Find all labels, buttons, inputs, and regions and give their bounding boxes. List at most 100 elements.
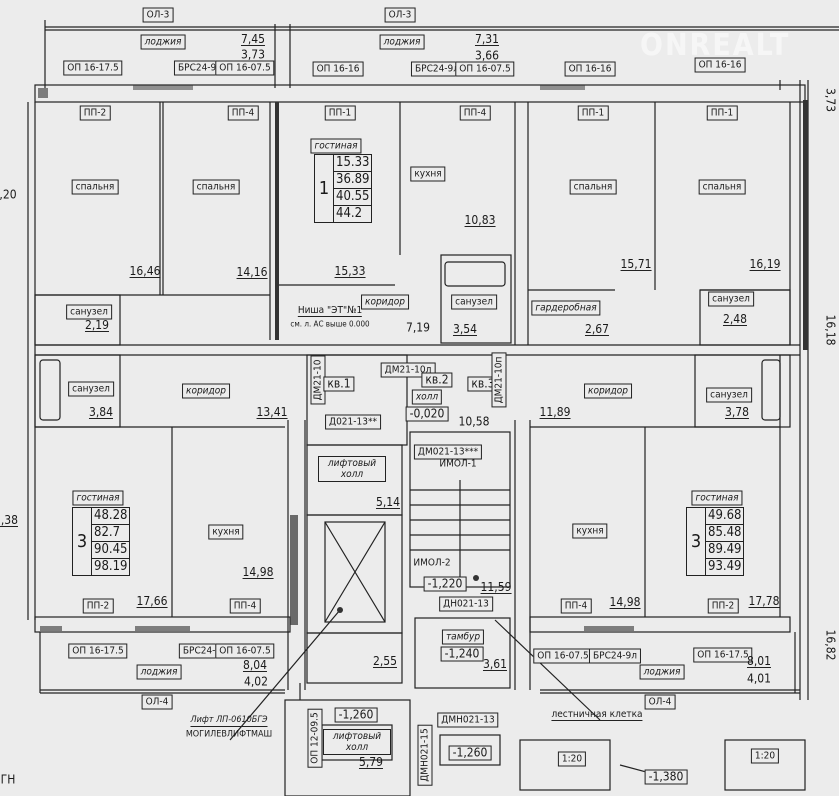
door-label: ДМ21-10п (491, 352, 507, 408)
sill-label: ПП-4 (229, 598, 261, 614)
opening-label: ОП 12-09.5 (307, 708, 323, 768)
level-mark: -1,220 (423, 576, 467, 592)
room-label-corridor: коридор (361, 294, 409, 310)
area-value: ГН (0, 772, 16, 787)
sill-label: ПП-2 (82, 598, 114, 614)
opening-label: ОП 16-17.5 (68, 643, 128, 659)
room-label-lift-hall: лифтовый холл (323, 729, 391, 755)
area-full: 98.19 (94, 559, 128, 574)
area-value: 8,01 (746, 654, 772, 668)
room-label-bathroom: санузел (451, 294, 497, 310)
area-value: 2,48 (722, 312, 748, 326)
room-label-bedroom: спальня (71, 179, 119, 195)
area-value: 15,33 (334, 264, 366, 278)
watermark: ONREALT (640, 28, 791, 63)
opening-label: ОП 16-07.5 (533, 648, 593, 664)
sill-label: ПП-1 (706, 105, 738, 121)
area-full: 93.49 (708, 559, 742, 574)
ramp-slope: 1:20 (750, 748, 780, 764)
area-value: 14,98 (609, 595, 641, 609)
loggia-wall-label: ОЛ-4 (141, 694, 173, 710)
area-value: 2,55 (372, 654, 398, 668)
opening-label: ОП 16-17.5 (693, 647, 753, 663)
sill-label: ПП-1 (577, 105, 609, 121)
area-living: 48.28 (92, 508, 130, 525)
area-with-loggia: 40.55 (334, 189, 372, 206)
room-label-loggia: лоджия (140, 34, 186, 50)
area-value: 11,89 (539, 405, 571, 419)
area-value: 7,38 (0, 514, 19, 527)
level-mark: -1,260 (334, 707, 378, 723)
level-mark: -1,240 (440, 646, 484, 662)
opening-label: ОП 16-16 (694, 57, 746, 73)
area-value: 3,84 (88, 405, 114, 419)
area-value: 3,61 (482, 657, 508, 671)
room-label-hall: холл (411, 389, 443, 405)
area-value: 17,66 (136, 594, 168, 608)
loggia-wall-label: ОЛ-3 (384, 7, 416, 23)
area-value: 11,59 (480, 580, 512, 594)
area-value: 10,58 (458, 414, 490, 429)
door-label: ДМН021-13 (437, 712, 499, 728)
opening-label: ОП 16-07.5 (455, 61, 515, 77)
area-value: 14,98 (242, 565, 274, 579)
opening-label: ОП 16-16 (312, 61, 364, 77)
area-value: 14,16 (236, 265, 268, 279)
room-label-loggia: лоджия (136, 664, 182, 680)
area-value: 5,14 (375, 495, 401, 509)
sill-label: ПП-4 (227, 105, 259, 121)
area-value: 3,54 (452, 322, 478, 336)
room-label-loggia: лоджия (379, 34, 425, 50)
area-with-loggia: 90.45 (92, 542, 130, 559)
room-label-kitchen: кухня (572, 523, 608, 539)
niche-label: Ниша "ЭТ"№1 (297, 305, 363, 317)
loggia-wall-label: ОЛ-4 (644, 694, 676, 710)
room-label-living: гостиная (72, 490, 124, 506)
sill-label: ПП-4 (560, 598, 592, 614)
room-label-bathroom: санузел (706, 387, 752, 403)
area-value: 3,78 (724, 405, 750, 419)
area-value: 2,67 (584, 322, 610, 336)
opening-label: ОП 16-07.5 (215, 643, 275, 659)
area-total: 82.7 (92, 525, 130, 542)
loggia-wall-label: ОЛ-3 (142, 7, 174, 23)
door-label: ДМН021-15 (417, 724, 433, 786)
area-value: 4,02 (243, 674, 269, 689)
room-label-living: гостиная (691, 490, 743, 506)
room-label-bedroom: спальня (698, 179, 746, 195)
room-label-vestibule: тамбур (441, 629, 485, 645)
area-living: 15.33 (334, 155, 372, 172)
room-label-kitchen: кухня (208, 524, 244, 540)
room-label-corridor: коридор (182, 383, 230, 399)
ramp-slope: 1:20 (557, 751, 587, 767)
opening-label: ОП 16-07.5 (215, 60, 275, 76)
area-value: 7,45 (240, 32, 266, 46)
opening-label: БРС24-9л (588, 648, 642, 664)
sill-label: ПП-2 (79, 105, 111, 121)
sill-label: ПП-4 (459, 105, 491, 121)
area-value: 2,19 (84, 318, 110, 332)
room-label-lift-hall: лифтовый холл (318, 456, 386, 482)
room-label-wardrobe: гардеробная (531, 300, 601, 316)
area-value: 15,71 (620, 257, 652, 271)
opening-label: ОП 16-17.5 (63, 60, 123, 76)
area-value: 8,04 (242, 658, 268, 672)
lift-label: Лифт ЛП-0610БГЭ (190, 715, 268, 727)
room-label-corridor: коридор (584, 383, 632, 399)
area-value: 4,01 (746, 671, 772, 686)
door-label: ДМ021-13*** (413, 444, 483, 460)
area-value: 17,78 (748, 594, 780, 608)
room-label-stairwell: лестничная клетка (551, 709, 643, 721)
area-value: 16,18 (823, 314, 838, 346)
area-full: 44.2 (336, 206, 363, 221)
area-value: 3,66 (474, 48, 500, 63)
equipment-label: ИМОЛ-2 (413, 557, 451, 569)
area-total: 85.48 (706, 525, 744, 542)
area-living: 49.68 (706, 508, 744, 525)
area-value: 10,83 (464, 213, 496, 227)
area-value: 3,73 (823, 87, 838, 113)
room-count: 3 (73, 508, 92, 575)
